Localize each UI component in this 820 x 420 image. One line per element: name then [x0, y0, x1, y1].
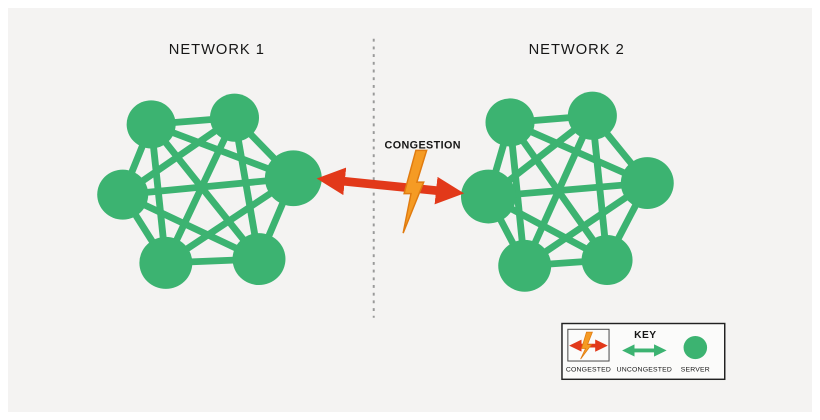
uncongested-label: UNCONGESTED: [617, 367, 672, 374]
congested-icon-bolt: [580, 331, 593, 360]
congested-link: CONGESTION: [316, 140, 465, 234]
network2-graph: [460, 91, 674, 292]
server-node: [126, 100, 176, 149]
server-icon: [683, 336, 708, 360]
server-node: [567, 91, 617, 140]
network2-title: NETWORK 2: [529, 42, 625, 58]
congested-label: CONGESTED: [566, 367, 611, 374]
key-legend: KEY CONGESTED UNCONGESTED SERVER: [561, 322, 726, 381]
network-edge: [122, 174, 294, 198]
congestion-label: CONGESTION: [385, 140, 461, 152]
server-node: [264, 150, 322, 207]
server-node: [460, 169, 516, 224]
congested-link-arrow: [316, 167, 465, 205]
lightning-bolt-icon: [402, 149, 428, 234]
server-node: [139, 236, 193, 289]
server-label: SERVER: [681, 367, 710, 374]
network1-graph: [97, 93, 322, 289]
server-node: [97, 169, 149, 220]
server-node: [209, 93, 260, 142]
congested-icon: [567, 328, 610, 362]
network-edge: [148, 122, 262, 262]
server-node: [620, 157, 674, 210]
server-node: [485, 98, 535, 147]
congested-icon-frame: [567, 328, 610, 362]
server-node: [498, 239, 552, 292]
server-node: [232, 233, 286, 286]
network-diagram: NETWORK 1 NETWORK 2 CONGESTION KEY CONGE…: [97, 38, 726, 381]
network1-title: NETWORK 1: [169, 42, 265, 58]
key-title: KEY: [634, 330, 656, 341]
server-node: [581, 235, 633, 286]
